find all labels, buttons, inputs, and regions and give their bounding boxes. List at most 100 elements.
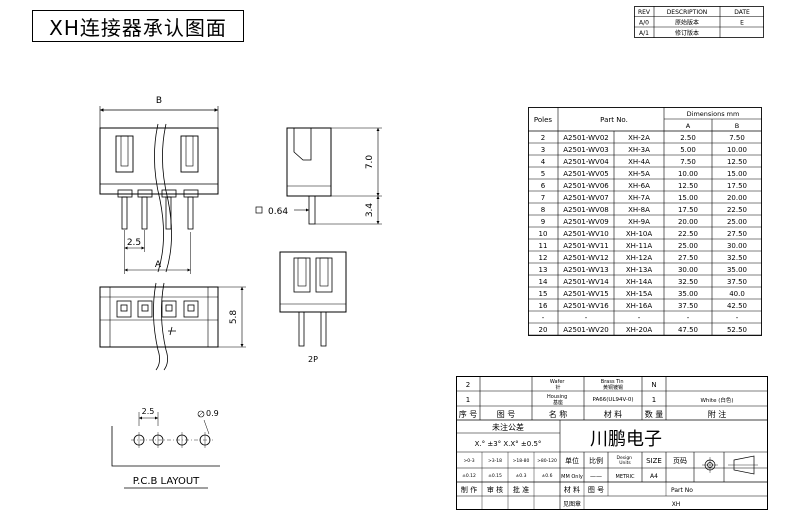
table-cell-part-a: A2501-WV02 [563,134,608,142]
table-cell-part-b: XH-13A [626,266,652,274]
table-cell-part-a: A2501-WV16 [563,302,609,310]
tolerance-values: X.° ±3° X.X° ±0.5° [475,440,542,448]
table-cell-poles: 14 [539,278,548,286]
bottom-view: 5.8 [99,282,246,371]
table-cell-dim-a: - [687,314,690,322]
table-cell-dim-a: 10.00 [678,170,698,178]
table-cell-dim-b: 30.00 [727,242,747,250]
table-cell-part-a: A2501-WV11 [563,242,608,250]
bom-row1-no: 1 [466,396,470,404]
dimensions-table-border [528,107,762,336]
table-cell-part-a: - [585,314,588,322]
table-cell-part-b: XH-3A [628,146,650,154]
tol-range-3: >18-80 [513,458,530,464]
tol-value-3: ±0.3 [516,473,527,479]
scale-label: 比例 [589,456,603,465]
table-cell-poles: 3 [541,146,545,154]
table-cell-dim-b: 7.50 [729,134,745,142]
tol-value-2: ±0.15 [488,473,502,479]
bom-row1-material: PA66(UL94V-0) [592,397,633,403]
dimensions-header: Dimensions mm [687,110,740,118]
table-cell-dim-b: 22.50 [727,206,747,214]
table-cell-part-a: A2501-WV12 [563,254,608,262]
table-cell-poles: 7 [541,194,545,202]
table-cell-dim-a: 22.50 [678,230,698,238]
table-cell-dim-b: 32.50 [727,254,747,262]
table-cell-part-b: XH-15A [626,290,652,298]
table-cell-part-b: XH-2A [628,134,650,142]
table-cell-dim-b: 20.00 [727,194,747,202]
design-units-label: Design Units [617,455,634,466]
made-label: 制 作 [461,485,477,494]
bom-header-material: 材 料 [604,409,623,419]
table-cell-part-a: A2501-WV13 [563,266,608,274]
table-cell-dim-b: 27.50 [727,230,747,238]
bom-row2-name: Wafer 针 [550,379,566,391]
table-cell-dim-a: 12.50 [678,182,698,190]
table-cell-part-b: XH-20A [626,326,652,334]
table-cell-part-b: XH-11A [626,242,652,250]
table-cell-poles: 15 [539,290,548,298]
rev-row-2-rev: A/1 [639,30,649,37]
table-cell-dim-a: 5.00 [680,146,696,154]
table-cell-dim-b: 40.0 [729,290,745,298]
table-cell-part-b: XH-9A [628,218,650,226]
table-cell-part-a: A2501-WV20 [563,326,608,334]
bom-row1-qty: 1 [652,396,656,404]
table-cell-dim-b: 52.50 [727,326,747,334]
table-cell-dim-a: 37.50 [678,302,698,310]
tolerance-label: 未注公差 [492,422,524,432]
table-cell-part-a: A2501-WV09 [563,218,608,226]
table-cell-dim-b: 42.50 [727,302,747,310]
part-no-value: XH [672,501,681,508]
width-58-label: 5.8 [229,310,239,325]
height-label: 7.0 [365,155,375,170]
scale-value: —— [590,473,602,480]
table-cell-part-a: A2501-WV03 [563,146,608,154]
size-label: SIZE [646,457,662,465]
side-view: 7.0 3.4 0.64 [255,127,382,225]
bom-row2-material-en: Brass Tin [601,379,624,385]
table-cell-dim-a: 7.50 [680,158,696,166]
table-cell-poles: 5 [541,170,545,178]
table-cell-part-b: XH-10A [626,230,652,238]
date-header: DATE [734,9,750,16]
dim-b-header: B [735,122,739,130]
rev-header: REV [638,9,651,16]
unit-label: 单位 [565,456,579,465]
table-cell-part-b: XH-4A [628,158,650,166]
table-cell-poles: 4 [541,158,546,166]
page-title: XH连接器承认图面 [49,15,227,40]
desc-header: DESCRIPTION [667,9,708,16]
table-cell-poles: 11 [539,242,548,250]
design-units-value: METRIC [616,474,635,480]
bom-row2-material: Brass Tin 黄铜镀锡 [601,379,625,391]
bom-row1-name: Housing 基座 [547,394,569,406]
table-cell-dim-a: 47.50 [678,326,698,334]
table-cell-poles: 13 [539,266,548,274]
table-cell-part-b: XH-14A [626,278,652,286]
bom-row2-name-cn: 针 [555,384,560,391]
table-cell-poles: 2 [541,134,545,142]
dim-a-header: A [686,122,691,130]
table-cell-part-b: - [638,314,641,322]
poles-header: Poles [534,116,553,124]
bom-row2-material-cn: 黄铜镀锡 [603,384,623,391]
table-cell-part-a: A2501-WV14 [563,278,609,286]
two-pin-label: 2P [308,355,318,364]
pcb-pitch-label: 2.5 [142,407,155,416]
table-cell-poles: 8 [541,206,545,214]
bom-row1-name-en: Housing [547,394,567,400]
bom-header-drawing: 图 号 [497,410,516,419]
part-no-header: Part No. [600,116,628,124]
table-cell-poles: 10 [539,230,548,238]
table-cell-part-b: XH-16A [626,302,652,310]
table-cell-dim-b: 17.50 [727,182,747,190]
pcb-layout-title: P.C.B LAYOUT [133,476,200,487]
review-label: 审 核 [487,485,503,494]
table-cell-part-a: A2501-WV05 [563,170,608,178]
table-cell-dim-b: 25.00 [727,218,747,226]
design-units-en-2: Units [619,460,631,466]
revision-table: REV DESCRIPTION DATE A/0 原始版本 E A/1 修订版本 [634,6,764,38]
bom-row1-note: White (白色) [700,396,733,404]
